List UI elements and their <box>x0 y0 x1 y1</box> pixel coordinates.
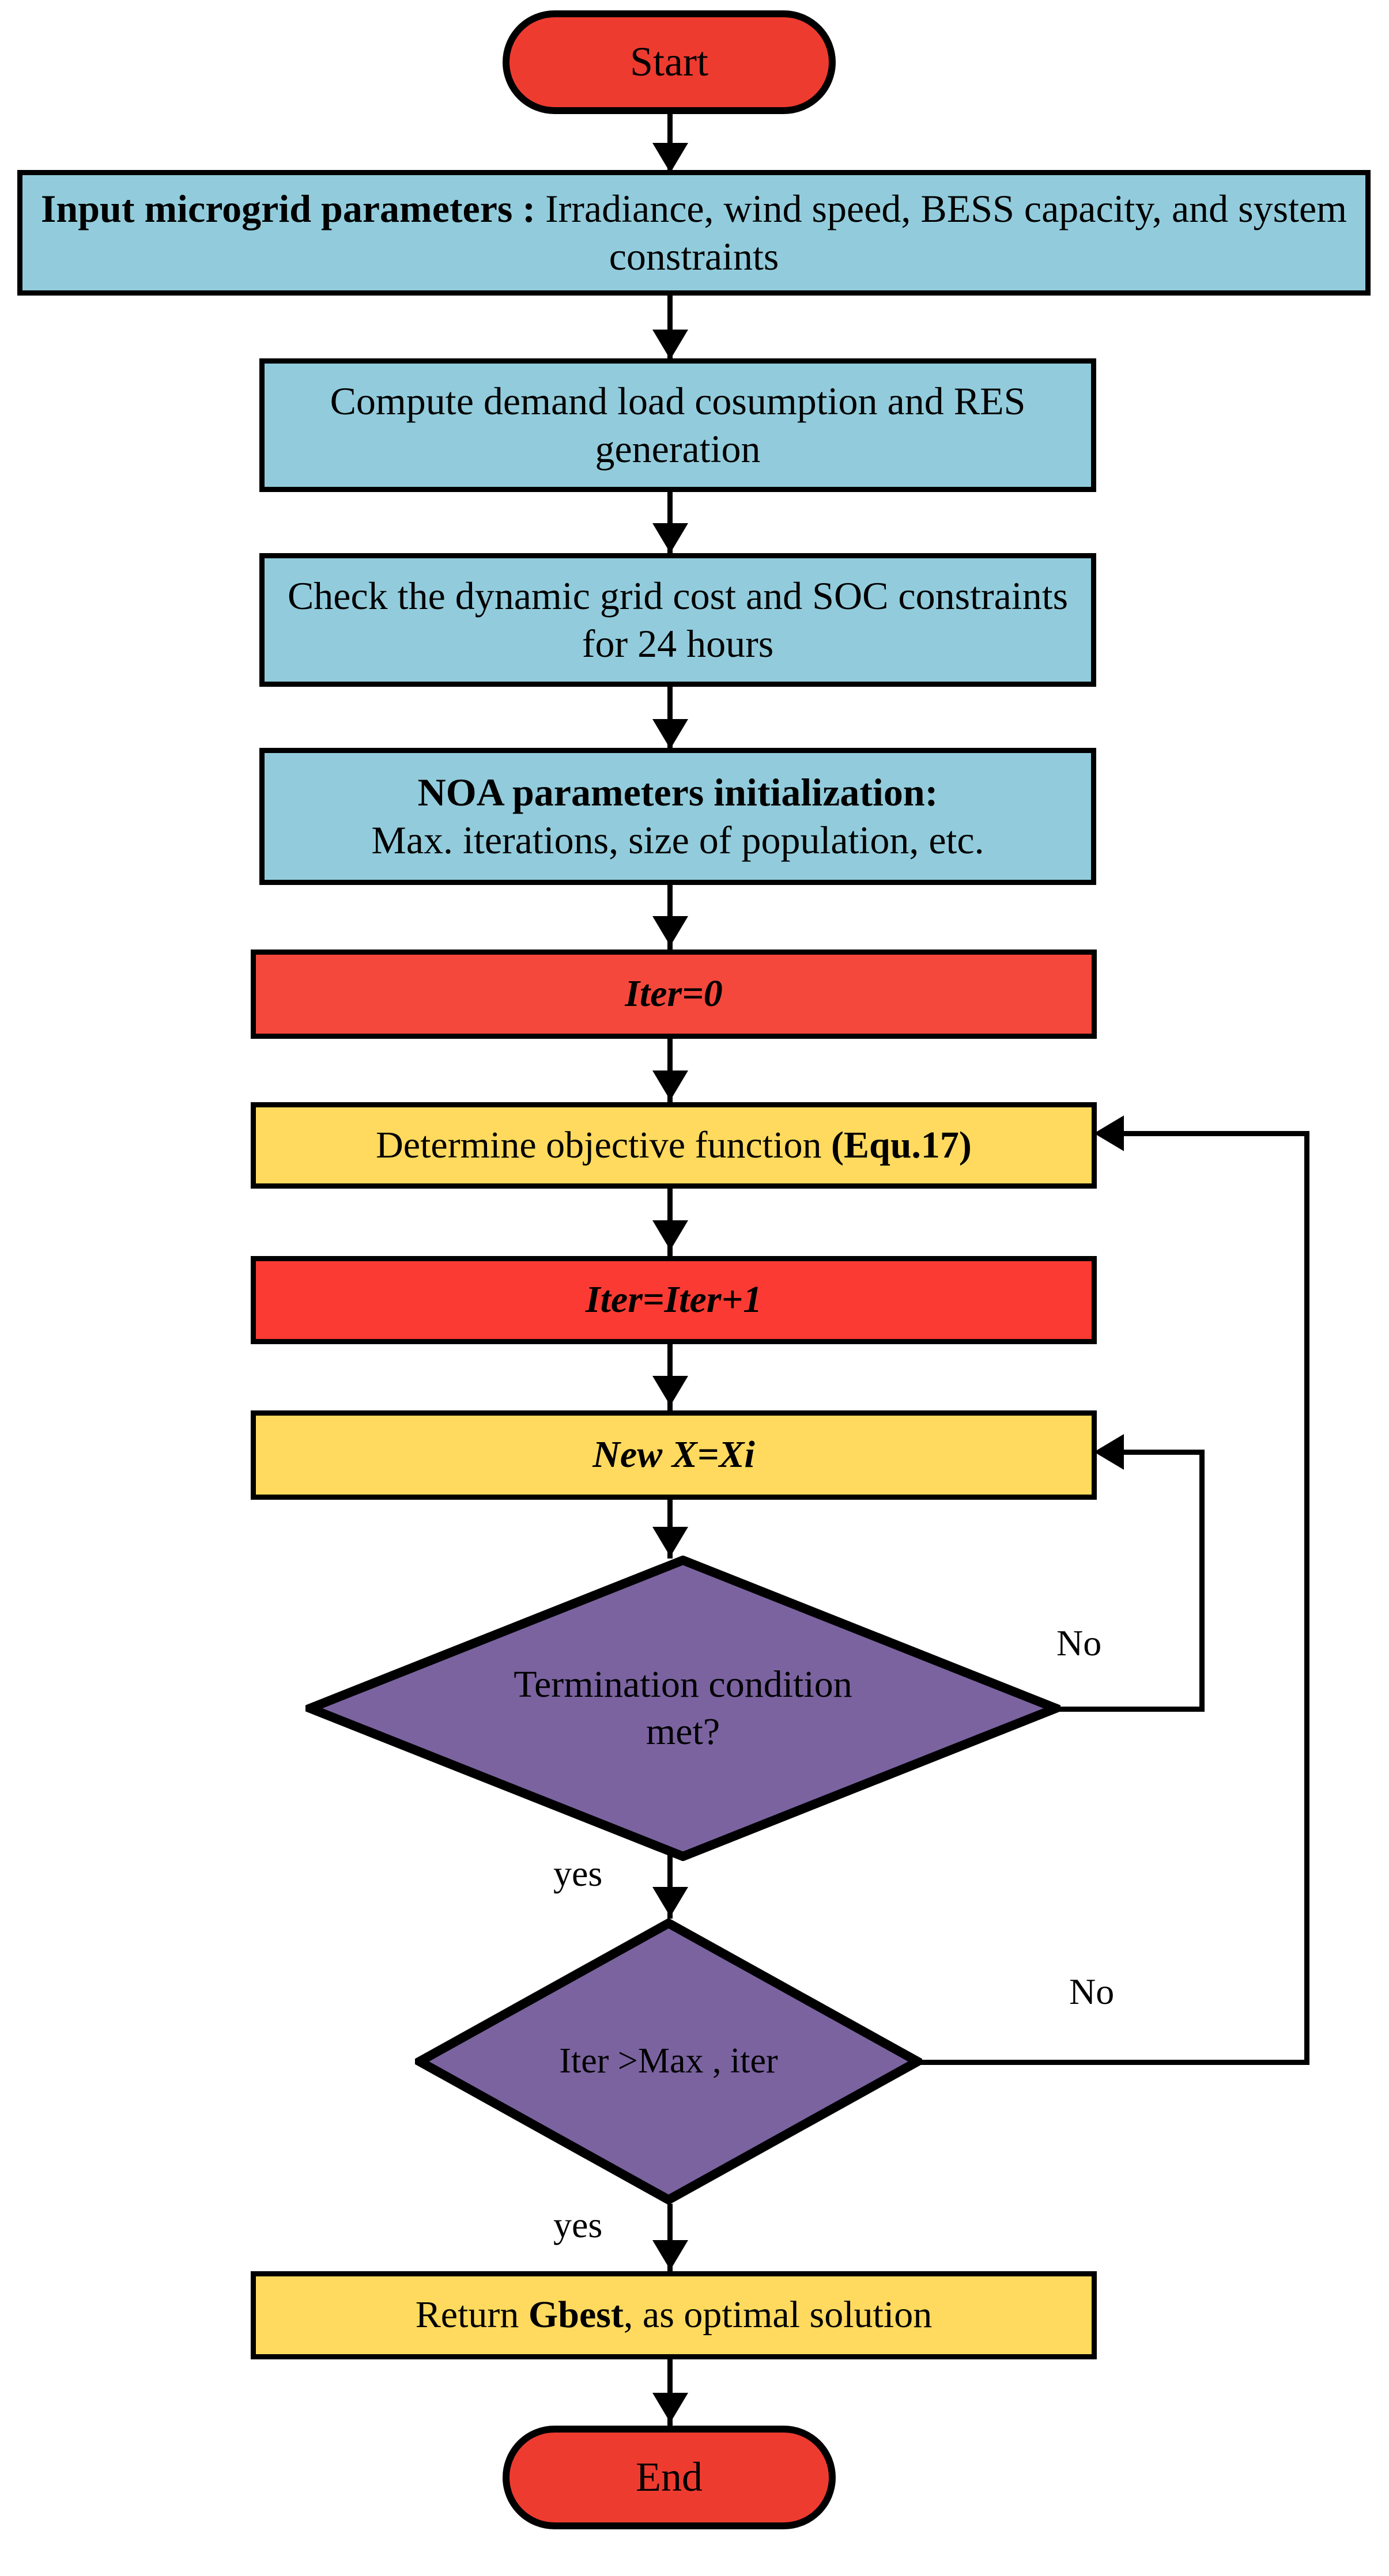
connector-itermax-no-return <box>1124 1131 1308 1136</box>
connector-itermax-no-horizontal <box>896 2060 1309 2065</box>
edge-label-termination-no: No <box>1056 1622 1102 1663</box>
termination-diamond-shape <box>305 1556 1060 1861</box>
node-noa-init-label-rest: Max. iterations, size of population, etc… <box>371 818 984 862</box>
node-check-cost-label: Check the dynamic grid cost and SOC cons… <box>287 574 1069 665</box>
node-iter-max-decision[interactable]: Iter >Max , iter <box>415 1919 922 2204</box>
node-iter-increment[interactable]: Iter=Iter+1 <box>251 1256 1097 1344</box>
node-noa-init[interactable]: NOA parameters initialization:Max. itera… <box>259 748 1096 885</box>
arrowhead-noa-to-iter0 <box>652 916 688 946</box>
edge-label-termination-yes: yes <box>553 1853 603 1894</box>
node-objective-function-text: Determine objective function (Equ.17) <box>266 1122 1081 1169</box>
connector-termination-yes <box>667 1852 673 1919</box>
edge-label-itermax-yes: yes <box>553 2204 603 2245</box>
connector-compute-to-check <box>667 487 673 559</box>
arrowhead-iterinc-to-newx <box>652 1376 688 1406</box>
node-return-gbest-label-bold: Gbest <box>528 2294 624 2336</box>
edge-label-itermax-no: No <box>1069 1971 1115 2012</box>
node-noa-init-text: NOA parameters initialization:Max. itera… <box>275 769 1081 864</box>
node-noa-init-label-bold: NOA parameters initialization: <box>417 770 938 815</box>
node-termination-decision[interactable]: Termination condition met? <box>305 1556 1060 1861</box>
arrowhead-compute-to-check <box>652 523 688 553</box>
node-return-gbest[interactable]: Return Gbest, as optimal solution <box>251 2271 1097 2359</box>
node-objective-function-label-bold: (Equ.17) <box>831 1124 972 1166</box>
node-start-label: Start <box>630 39 708 85</box>
node-iter-increment-label: Iter=Iter+1 <box>585 1278 763 1321</box>
arrowhead-start-to-input <box>652 143 688 173</box>
node-objective-function-label-plain: Determine objective function <box>376 1124 831 1166</box>
node-return-gbest-label-plain-1: Return <box>415 2294 529 2336</box>
node-start[interactable]: Start <box>503 10 836 114</box>
arrowhead-newx-to-termination <box>652 1527 688 1557</box>
node-end[interactable]: End <box>503 2426 836 2529</box>
arrowhead-itermax-yes <box>652 2240 688 2270</box>
node-end-label: End <box>636 2454 703 2501</box>
itermax-diamond-shape <box>415 1919 922 2204</box>
connector-gbest-to-end <box>667 2356 673 2429</box>
node-input-parameters-label-rest: Irradiance, wind speed, BESS capacity, a… <box>535 187 1348 278</box>
connector-start-to-input <box>667 107 673 179</box>
arrowhead-input-to-compute <box>652 330 688 360</box>
node-input-parameters-text: Input microgrid parameters : Irradiance,… <box>33 185 1355 281</box>
connector-termination-no-return <box>1124 1450 1202 1455</box>
node-input-parameters[interactable]: Input microgrid parameters : Irradiance,… <box>17 170 1371 296</box>
connector-termination-no-horizontal <box>1057 1707 1205 1712</box>
arrowhead-check-to-noa <box>652 719 688 749</box>
connector-input-to-compute <box>667 291 673 366</box>
connector-itermax-no-vertical <box>1304 1131 1309 2063</box>
node-iter-zero-label: Iter=0 <box>625 973 723 1015</box>
node-compute-demand-label: Compute demand load cosumption and RES g… <box>330 379 1026 471</box>
node-iter-zero[interactable]: Iter=0 <box>251 950 1097 1039</box>
connector-check-to-noa <box>667 683 673 755</box>
connector-itermax-yes <box>667 2204 673 2276</box>
node-check-cost[interactable]: Check the dynamic grid cost and SOC cons… <box>259 553 1096 687</box>
arrowhead-gbest-to-end <box>652 2393 688 2423</box>
connector-termination-no-vertical <box>1199 1450 1205 1709</box>
node-objective-function[interactable]: Determine objective function (Equ.17) <box>251 1102 1097 1189</box>
node-new-x-label: New X=Xi <box>592 1433 755 1476</box>
node-return-gbest-text: Return Gbest, as optimal solution <box>266 2292 1081 2339</box>
arrowhead-termination-yes <box>652 1887 688 1917</box>
node-input-parameters-label-bold: Input microgrid parameters : <box>40 187 535 231</box>
arrowhead-objective-to-iterinc <box>652 1220 688 1250</box>
arrowhead-iter0-to-objective <box>652 1071 688 1100</box>
arrowhead-termination-no-into-newx <box>1094 1434 1124 1470</box>
node-return-gbest-label-plain-2: , as optimal solution <box>623 2294 933 2336</box>
node-compute-demand[interactable]: Compute demand load cosumption and RES g… <box>259 358 1096 492</box>
arrowhead-itermax-no-into-objective <box>1094 1115 1124 1151</box>
node-new-x[interactable]: New X=Xi <box>251 1410 1097 1500</box>
